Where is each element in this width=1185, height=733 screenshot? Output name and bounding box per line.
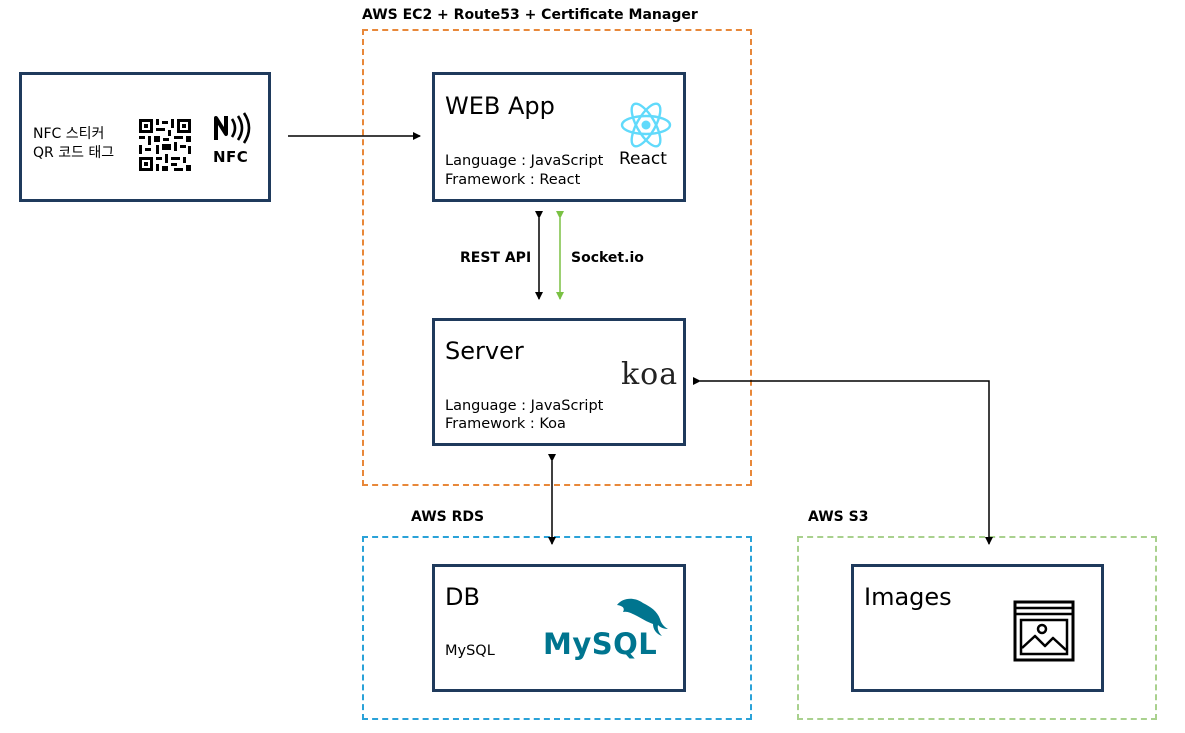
- socketio-label: Socket.io: [571, 250, 644, 266]
- server-node: Server Language : JavaScript Framework :…: [432, 318, 686, 446]
- webapp-language: Language : JavaScript: [445, 153, 604, 169]
- server-title: Server: [445, 337, 524, 365]
- db-node: DB MySQL MySQL: [432, 564, 686, 692]
- client-node: NFC 스티커 QR 코드 태그 NFC: [19, 72, 271, 202]
- images-node: Images: [851, 564, 1104, 692]
- nfc-logo-text: NFC: [213, 148, 249, 166]
- nfc-icon: [214, 112, 251, 144]
- qr-code-icon: [138, 118, 192, 172]
- mysql-logo-text: MySQL: [543, 627, 658, 661]
- ec2-group-title: AWS EC2 + Route53 + Certificate Manager: [362, 7, 698, 23]
- ec2-group: [362, 29, 752, 486]
- client-line-2: QR 코드 태그: [33, 145, 115, 161]
- db-engine: MySQL: [445, 643, 495, 659]
- client-line-1: NFC 스티커: [33, 126, 105, 142]
- server-language: Language : JavaScript: [445, 398, 604, 414]
- images-title: Images: [864, 583, 952, 611]
- rds-group: [362, 536, 752, 720]
- server-framework: Framework : Koa: [445, 416, 566, 432]
- koa-logo: koa: [621, 357, 679, 392]
- webapp-title: WEB App: [445, 92, 555, 120]
- rest-api-label: REST API: [460, 250, 532, 266]
- react-icon: [620, 102, 672, 148]
- react-logo-text: React: [619, 149, 667, 169]
- server-to-images-arrow: [693, 377, 993, 545]
- rds-group-title: AWS RDS: [411, 509, 485, 525]
- db-title: DB: [445, 583, 480, 611]
- webapp-framework: Framework : React: [445, 172, 581, 188]
- webapp-node: WEB App Language : JavaScript Framework …: [432, 72, 686, 202]
- mysql-dolphin-icon: [617, 598, 668, 636]
- image-icon: [1013, 600, 1075, 662]
